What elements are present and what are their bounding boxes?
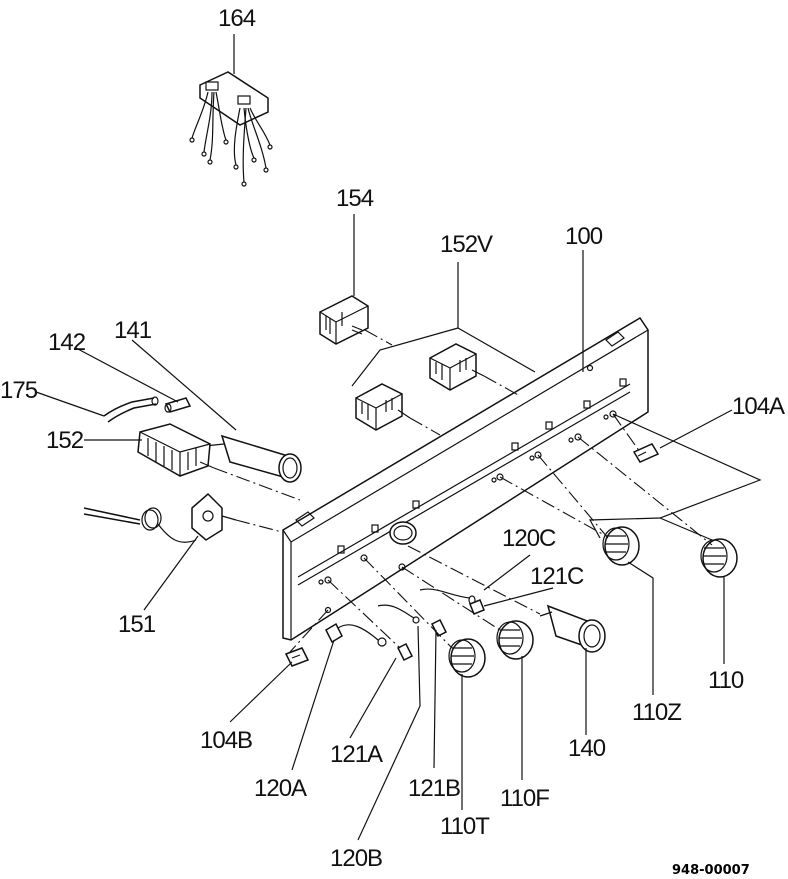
label-100: 100: [565, 223, 603, 250]
label-164: 164: [218, 5, 256, 32]
switch-152: [137, 423, 301, 501]
label-120c: 120C: [502, 525, 556, 552]
label-152: 152: [46, 427, 84, 454]
label-120b: 120B: [330, 845, 382, 872]
label-121c: 121C: [530, 563, 584, 590]
knob-110z: [602, 526, 640, 566]
switch-154: [319, 295, 393, 346]
label-110f: 110F: [500, 785, 549, 812]
clip-121b: [430, 618, 448, 638]
label-140: 140: [568, 735, 606, 762]
knob-110: [700, 538, 738, 578]
wire-120b: [377, 604, 420, 624]
knob-110f: [496, 620, 534, 660]
label-142: 142: [48, 329, 86, 356]
control-panel: [282, 316, 649, 641]
label-104a: 104A: [732, 393, 785, 420]
assembly-lines: [289, 413, 762, 653]
label-110: 110: [708, 667, 744, 694]
sleeve-142: [164, 397, 192, 413]
label-121a: 121A: [330, 741, 383, 768]
label-120a: 120A: [254, 775, 307, 802]
clip-121c: [469, 599, 485, 615]
terminal-bracket-164: [189, 71, 273, 187]
label-141: 141: [114, 317, 152, 344]
label-110z: 110Z: [632, 699, 681, 726]
drawing-code: 948-00007: [672, 863, 750, 878]
lamp-140: [539, 604, 606, 653]
label-151: 151: [118, 611, 156, 638]
leader-lines: [35, 34, 733, 841]
wire-120a: [325, 622, 387, 647]
part-labels: 164 154 152V 100 142 141 175 152 104A 12…: [0, 5, 786, 878]
clip-121a: [396, 642, 414, 662]
label-154: 154: [336, 185, 374, 212]
knob-110t: [448, 638, 486, 678]
switch-152v: [351, 262, 536, 436]
tube-175: [103, 396, 159, 423]
thermostat-151: [83, 492, 283, 543]
label-104b: 104B: [200, 727, 252, 754]
label-121b: 121B: [408, 775, 460, 802]
bracket-104b: [284, 647, 310, 667]
label-175: 175: [0, 377, 38, 404]
label-110t: 110T: [440, 813, 490, 840]
lamp-holder-141: [204, 434, 302, 483]
label-152v: 152V: [440, 231, 493, 258]
bracket-104a: [632, 443, 660, 463]
